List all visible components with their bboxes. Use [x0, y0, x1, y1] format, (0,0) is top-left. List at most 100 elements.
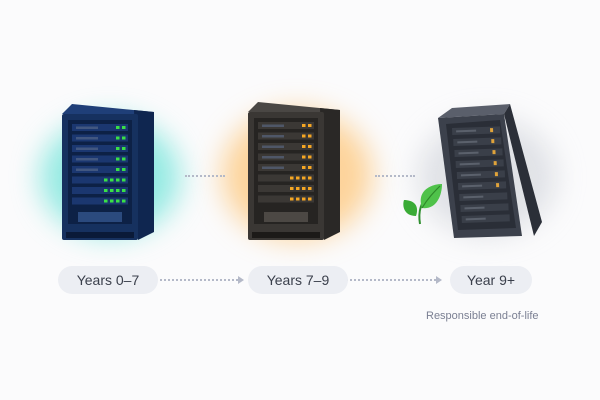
status-led — [290, 187, 294, 190]
connector-dots — [375, 175, 415, 177]
status-led — [122, 147, 126, 150]
status-led — [104, 178, 108, 182]
drive-slot — [459, 162, 480, 166]
status-led — [122, 189, 126, 192]
status-led — [492, 150, 496, 155]
arrowhead-icon — [436, 276, 442, 284]
status-led — [491, 139, 495, 144]
drive-slot — [465, 217, 486, 221]
status-led — [308, 166, 312, 169]
drive-bay — [454, 148, 503, 157]
drive-slot — [457, 140, 478, 144]
drive-slot — [262, 145, 284, 148]
status-led — [116, 157, 120, 161]
drive-slot — [262, 166, 284, 169]
drive-bay — [72, 176, 128, 184]
drive-bay — [456, 170, 506, 179]
drive-slot — [463, 195, 484, 199]
status-led — [308, 134, 312, 138]
status-led — [122, 126, 126, 129]
drive-bay — [72, 197, 128, 205]
drive-slot — [458, 151, 479, 155]
drive-slot — [76, 137, 98, 140]
drive-slot — [76, 126, 98, 129]
drive-slot — [464, 206, 485, 210]
status-led — [116, 147, 120, 150]
drive-bay — [258, 185, 314, 192]
end-of-life-caption: Responsible end-of-life — [426, 310, 539, 322]
stage-label-year-9-plus: Year 9+ — [450, 266, 532, 294]
status-led — [302, 145, 306, 148]
status-led — [493, 161, 497, 166]
status-led — [122, 199, 126, 203]
stage-label-years-7-9: Years 7–9 — [248, 266, 348, 294]
server-rack-icon-mid — [248, 102, 340, 240]
drive-bay — [72, 124, 128, 131]
drive-bay — [72, 134, 128, 142]
drive-bay — [72, 166, 128, 173]
status-led — [116, 199, 120, 203]
drive-bay — [258, 195, 314, 203]
status-led — [110, 199, 114, 203]
drive-slot — [262, 156, 284, 159]
drive-slot — [262, 124, 284, 127]
status-led — [308, 187, 312, 190]
status-led — [494, 172, 498, 177]
status-led — [490, 128, 494, 133]
status-led — [302, 124, 306, 127]
status-led — [302, 155, 306, 159]
status-led — [116, 136, 120, 140]
drive-bay — [455, 159, 504, 168]
drive-bay — [72, 155, 128, 163]
timeline-arrow — [160, 279, 238, 281]
status-led — [122, 168, 126, 171]
status-led — [122, 178, 126, 182]
status-led — [104, 189, 108, 192]
status-led — [308, 176, 312, 180]
drive-slot — [76, 147, 98, 150]
drive-bay — [258, 153, 314, 161]
timeline-arrow — [346, 279, 436, 281]
status-led — [116, 178, 120, 182]
drive-bay — [258, 132, 314, 140]
status-led — [308, 155, 312, 159]
drive-slot — [462, 184, 483, 188]
stage-label-years-0-7: Years 0–7 — [58, 266, 158, 294]
connector-dots — [185, 175, 225, 177]
drive-bay — [258, 164, 314, 171]
status-led — [308, 145, 312, 148]
leaf-icon — [403, 184, 442, 225]
status-led — [302, 176, 306, 180]
drive-slot — [456, 129, 477, 133]
drive-bay — [258, 174, 314, 182]
status-led — [302, 166, 306, 169]
status-led — [122, 157, 126, 161]
status-led — [290, 197, 294, 201]
drive-slot — [262, 135, 284, 138]
status-led — [290, 176, 294, 180]
drive-bay — [258, 143, 314, 150]
status-led — [302, 187, 306, 190]
server-rack-icon-new — [62, 104, 154, 240]
status-led — [122, 136, 126, 140]
status-led — [110, 178, 114, 182]
status-led — [496, 183, 500, 188]
status-led — [116, 189, 120, 192]
drive-bay — [72, 187, 128, 194]
drive-bay — [460, 203, 509, 212]
arrowhead-icon — [238, 276, 244, 284]
status-led — [302, 197, 306, 201]
status-led — [308, 124, 312, 127]
drive-slot — [460, 173, 481, 177]
drive-slot — [76, 168, 98, 171]
status-led — [296, 197, 300, 201]
status-led — [104, 199, 108, 203]
drive-slot — [76, 158, 98, 161]
server-rack-icon-old — [438, 104, 542, 238]
status-led — [296, 187, 300, 190]
status-led — [116, 126, 120, 129]
drive-bay — [72, 145, 128, 152]
status-led — [302, 134, 306, 138]
status-led — [110, 189, 114, 192]
